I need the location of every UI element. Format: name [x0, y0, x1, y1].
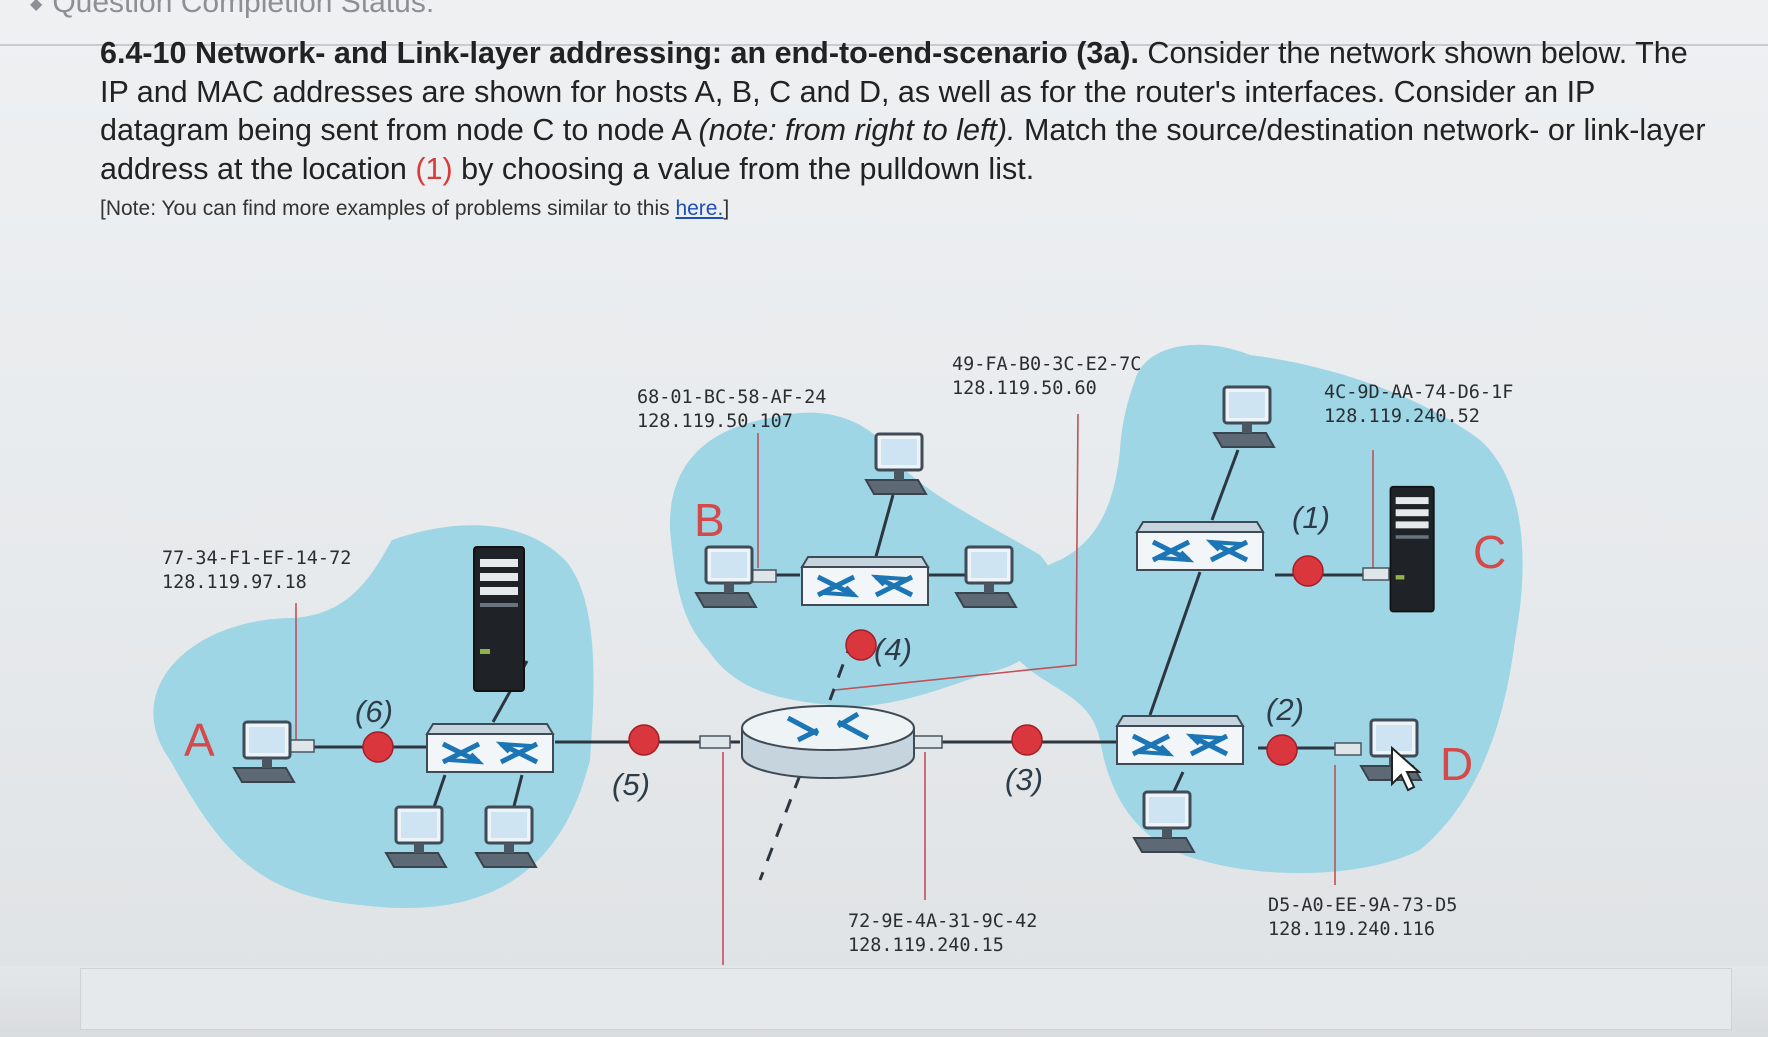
host-c-ip: 128.119.240.52: [1324, 406, 1480, 427]
router-if2-mac: 72-9E-4A-31-9C-42: [848, 911, 1037, 932]
switch-subnet-c-top: [1137, 522, 1263, 570]
interface-ports: [287, 567, 1390, 756]
header-divider: [0, 44, 1768, 46]
pc-subnet-c-top: [1212, 385, 1276, 449]
host-b-mac: 68-01-BC-58-AF-24: [637, 387, 826, 408]
host-c-mac: 4C-9D-AA-74-D6-1F: [1324, 382, 1513, 403]
switch-subnet-a: [427, 724, 553, 772]
question-note: [Note: You can find more examples of pro…: [100, 194, 1720, 224]
host-d-mac: D5-A0-EE-9A-73-D5: [1268, 895, 1457, 916]
host-b-label: B: [694, 494, 725, 546]
location-4-label: (4): [874, 632, 912, 667]
router-if1-ip: 128.119.50.60: [952, 378, 1097, 399]
host-c-label: C: [1473, 526, 1506, 578]
pc-subnet-b-right: [954, 545, 1018, 609]
location-1-label: (1): [1292, 500, 1330, 535]
host-b-ip: 128.119.50.107: [637, 411, 793, 432]
host-c-server: [1389, 485, 1435, 613]
host-a-computer: [232, 720, 296, 784]
mouse-cursor-icon: [1391, 745, 1422, 792]
switch-subnet-b: [802, 557, 928, 605]
host-d-ip: 128.119.240.116: [1268, 919, 1435, 940]
status-text: Question Completion Status:: [52, 0, 435, 19]
switch-subnet-c-bottom: [1117, 716, 1243, 764]
location-2-label: (2): [1266, 692, 1304, 727]
pc-subnet-a-2: [474, 805, 538, 869]
location-reference: (1): [415, 151, 453, 186]
host-a-ip: 128.119.97.18: [162, 572, 307, 593]
question-body-italic: (note: from right to left).: [698, 113, 1016, 147]
router-if2-ip: 128.119.240.15: [848, 935, 1004, 956]
location-3-label: (3): [1005, 762, 1043, 797]
question-title: 6.4-10 Network- and Link-layer addressin…: [100, 36, 1139, 70]
host-a-label: A: [184, 714, 215, 766]
pc-subnet-b-top: [864, 432, 928, 496]
location-dots: [362, 555, 1324, 766]
question-body-2: Match the source/destination network- or…: [100, 113, 1706, 186]
location-5-label: (5): [612, 767, 650, 802]
note-suffix: ]: [723, 197, 730, 220]
server-subnet-a: [473, 546, 525, 692]
diamond-icon: ◆: [30, 0, 43, 14]
host-a-mac: 77-34-F1-EF-14-72: [162, 548, 351, 569]
router: [742, 706, 914, 778]
annotation-lines: [295, 413, 1374, 965]
router-if1-mac: 49-FA-B0-3C-E2-7C: [952, 354, 1141, 375]
question-status-label: ◆ Question Completion Status:: [30, 0, 434, 20]
examples-link[interactable]: here.: [675, 197, 724, 220]
answer-area-box: [80, 968, 1732, 1030]
pc-subnet-a-1: [384, 805, 448, 869]
question-text: 6.4-10 Network- and Link-layer addressin…: [100, 34, 1720, 224]
question-body-1: Consider the network shown below. The IP…: [100, 36, 1688, 147]
pc-subnet-c-bottom: [1132, 790, 1196, 854]
location-6-label: (6): [355, 694, 393, 729]
host-d-label: D: [1440, 738, 1473, 790]
note-prefix: [Note: You can find more examples of pro…: [100, 197, 676, 220]
question-body-3: by choosing a value from the pulldown li…: [452, 151, 1035, 186]
host-b-computer: [694, 545, 758, 609]
